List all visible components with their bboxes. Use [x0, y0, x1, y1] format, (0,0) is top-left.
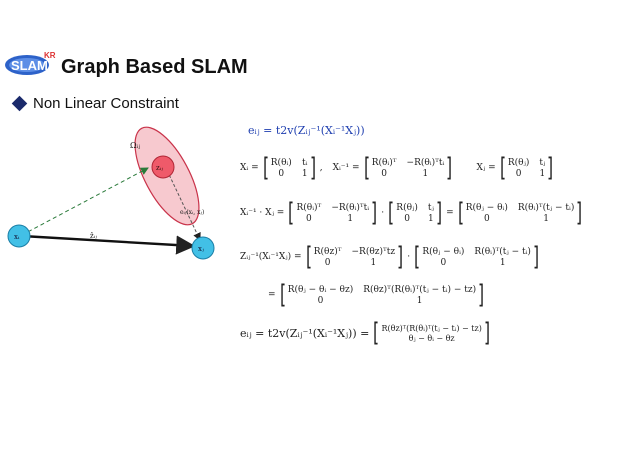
node-ij-label: zᵢⱼ [156, 164, 163, 172]
comma: , [319, 163, 323, 173]
node-ij [151, 155, 175, 179]
diamond-bullet-icon [11, 95, 28, 112]
error-edge [164, 165, 201, 241]
logo-badge: KR [44, 51, 56, 60]
final-matrix: [ R(θⱼ − θᵢ − θz)R(θz)ᵀ(R(θᵢ)ᵀ(tⱼ − tᵢ) … [279, 280, 485, 310]
node-i-label: xᵢ [14, 233, 20, 241]
omega-label: Ωᵢⱼ [130, 141, 140, 150]
page-title: Graph Based SLAM [61, 56, 248, 78]
logo-text: SLAM [11, 58, 48, 73]
bullet-item: Non Linear Constraint [10, 95, 179, 112]
node-j [191, 236, 215, 260]
edge-z-label: ẑᵢⱼ [90, 232, 97, 240]
error-vector-row: eᵢⱼ = t2v(Zᵢⱼ⁻¹(Xᵢ⁻¹Xⱼ)) = [ R(θz)ᵀ(R(θᵢ… [240, 320, 494, 346]
xi-inv-lhs: Xᵢ⁻¹ = [332, 163, 360, 173]
node-j-label: xⱼ [198, 245, 204, 253]
measurement-edge [21, 167, 149, 236]
xj-lhs: Xⱼ = [476, 163, 496, 173]
odometry-edge [21, 234, 196, 255]
edge-error-label: eᵢⱼ(xᵢ, xⱼ) [180, 209, 204, 216]
xi-lhs: Xᵢ = [240, 163, 259, 173]
pose-graph-diagram: xᵢ xⱼ zᵢⱼ Ωᵢⱼ eᵢⱼ(xᵢ, xⱼ) ẑᵢⱼ [7, 126, 215, 260]
slam-kr-logo: SLAM KR [5, 51, 56, 75]
error-definition: eᵢⱼ = t2v(Zᵢⱼ⁻¹(Xᵢ⁻¹Xⱼ)) [248, 124, 365, 137]
bullet-text: Non Linear Constraint [33, 95, 179, 112]
final-matrix-row: = [ R(θⱼ − θᵢ − θz)R(θz)ᵀ(R(θᵢ)ᵀ(tⱼ − tᵢ… [268, 282, 488, 308]
node-i [7, 224, 31, 248]
error-vector: [ R(θz)ᵀ(R(θᵢ)ᵀ(tⱼ − tᵢ) − tz) θⱼ − θᵢ −… [373, 318, 490, 348]
